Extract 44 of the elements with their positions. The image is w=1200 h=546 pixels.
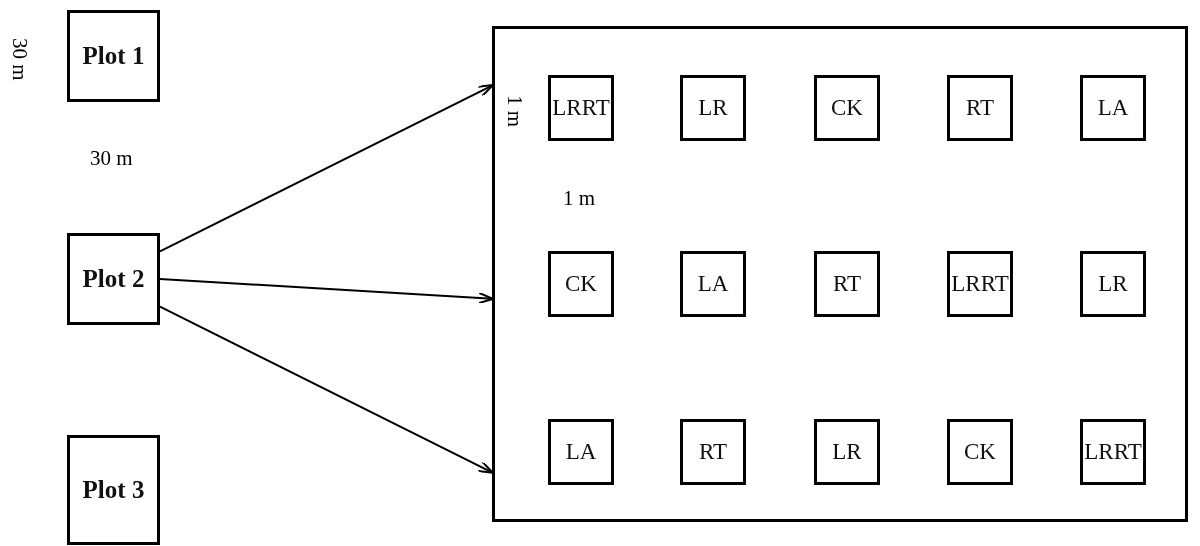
- subplot-box: [548, 75, 614, 141]
- arrow: [159, 278, 494, 304]
- subplot-box: [1080, 419, 1146, 485]
- plot-label: LR: [698, 95, 728, 121]
- plot-box: [67, 10, 160, 102]
- plot-box: [67, 435, 160, 545]
- subplot-box: [1080, 75, 1146, 141]
- plot-label: LRRT: [1084, 439, 1142, 465]
- plot-label: CK: [964, 439, 996, 465]
- field-area-box: [492, 26, 1188, 522]
- subplot-box: [680, 251, 746, 317]
- arrow: [159, 84, 494, 253]
- plot-label: RT: [699, 439, 727, 465]
- subplot-box: [1080, 251, 1146, 317]
- dimension-label: 30 m: [7, 38, 32, 81]
- plot-label: Plot 1: [82, 42, 145, 70]
- plot-label: LRRT: [951, 271, 1009, 297]
- arrow: [159, 305, 494, 474]
- plot-label: LA: [565, 439, 597, 465]
- plot-label: Plot 3: [82, 476, 145, 504]
- subplot-box: [680, 419, 746, 485]
- plot-label: RT: [966, 95, 994, 121]
- plot-label: LR: [832, 439, 862, 465]
- subplot-box: [947, 75, 1013, 141]
- subplot-box: [814, 75, 880, 141]
- dimension-label: 1 m: [563, 186, 596, 211]
- plot-label: CK: [565, 271, 597, 297]
- plot-label: LRRT: [552, 95, 610, 121]
- plot-label: Plot 2: [82, 265, 145, 293]
- plot-label: CK: [831, 95, 863, 121]
- subplot-box: [947, 419, 1013, 485]
- plot-label: LA: [1097, 95, 1129, 121]
- plot-label: LA: [697, 271, 729, 297]
- subplot-box: [680, 75, 746, 141]
- dimension-label: 1 m: [502, 95, 527, 128]
- subplot-box: [814, 419, 880, 485]
- plot-box: [67, 233, 160, 325]
- subplot-box: [814, 251, 880, 317]
- subplot-box: [548, 251, 614, 317]
- plot-label: RT: [833, 271, 861, 297]
- subplot-box: [548, 419, 614, 485]
- plot-label: LR: [1098, 271, 1128, 297]
- subplot-box: [947, 251, 1013, 317]
- dimension-label: 30 m: [90, 146, 133, 171]
